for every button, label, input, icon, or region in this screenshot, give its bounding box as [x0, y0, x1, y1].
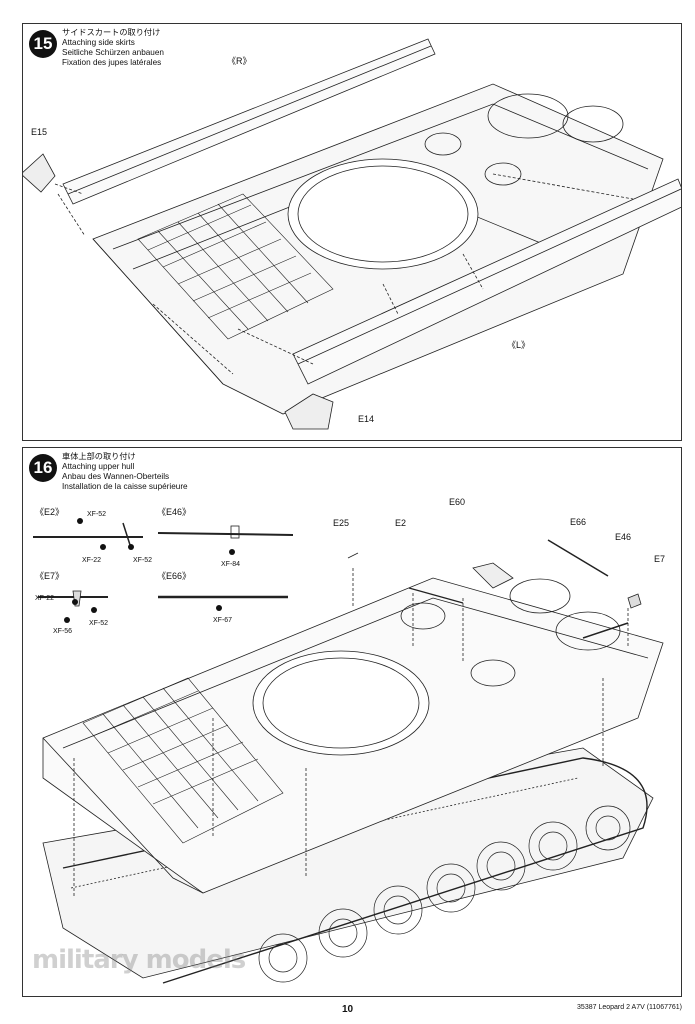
kit-info: 35387 Leopard 2 A7V (11067761)	[577, 1004, 682, 1011]
step-15-hull-drawing	[23, 38, 681, 430]
label-e66: E66	[570, 517, 587, 527]
step-15-title-fr: Fixation des jupes latérales	[62, 58, 162, 67]
step-16-title-fr: Installation de la caisse supérieure	[62, 482, 188, 491]
step-15-label-l: 《L》	[507, 340, 531, 350]
step-15-title-jp: サイドスカートの取り付け	[62, 28, 161, 37]
sub-e46-name: 《E46》	[157, 507, 192, 517]
step-15-panel: 15 サイドスカートの取り付け Attaching side skirts Se…	[22, 23, 682, 441]
step-15-label-e14: E14	[358, 414, 375, 424]
sub-e46-paint-1: XF-84	[221, 561, 241, 568]
page-number: 10	[341, 1004, 354, 1015]
step-16-number: 16	[29, 454, 57, 482]
label-e60: E60	[449, 497, 466, 507]
watermark: military models	[32, 945, 246, 975]
step-16-panel: 16 車体上部の取り付け Attaching upper hull Anbau …	[22, 447, 682, 997]
step-16-title-de: Anbau des Wannen-Oberteils	[62, 472, 170, 481]
step-15-title-en: Attaching side skirts	[62, 38, 135, 47]
label-e2: E2	[395, 518, 407, 528]
step-16-hull-drawing	[33, 518, 664, 984]
label-e7: E7	[654, 554, 666, 564]
step-15-label-r: 《R》	[227, 56, 252, 66]
sub-e2-name: 《E2》	[35, 507, 65, 517]
sub-e7-paint-2: XF-56	[53, 628, 73, 635]
label-e46: E46	[615, 532, 632, 542]
step-15-label-e15: E15	[31, 127, 48, 137]
sub-e7-paint-3: XF-52	[89, 620, 109, 627]
sub-e7-name: 《E7》	[35, 571, 65, 581]
label-e25: E25	[333, 518, 350, 528]
step-16-titles: 車体上部の取り付け Attaching upper hull Anbau des…	[62, 452, 188, 492]
sub-e66-name: 《E66》	[157, 571, 192, 581]
step-15-titles: サイドスカートの取り付け Attaching side skirts Seitl…	[62, 28, 164, 68]
step-15-number: 15	[29, 30, 57, 58]
sub-e2-paint-3: XF-52	[133, 557, 153, 564]
sub-e2-paint-1: XF-52	[87, 511, 107, 518]
sub-e2-paint-2: XF-22	[82, 557, 102, 564]
step-16-title-jp: 車体上部の取り付け	[62, 452, 136, 461]
sub-e7-paint-1: XF-22	[35, 595, 55, 602]
step-15-title-de: Seitliche Schürzen anbauen	[62, 48, 164, 57]
sub-e66-paint-1: XF-67	[213, 617, 233, 624]
step-16-title-en: Attaching upper hull	[62, 462, 135, 471]
